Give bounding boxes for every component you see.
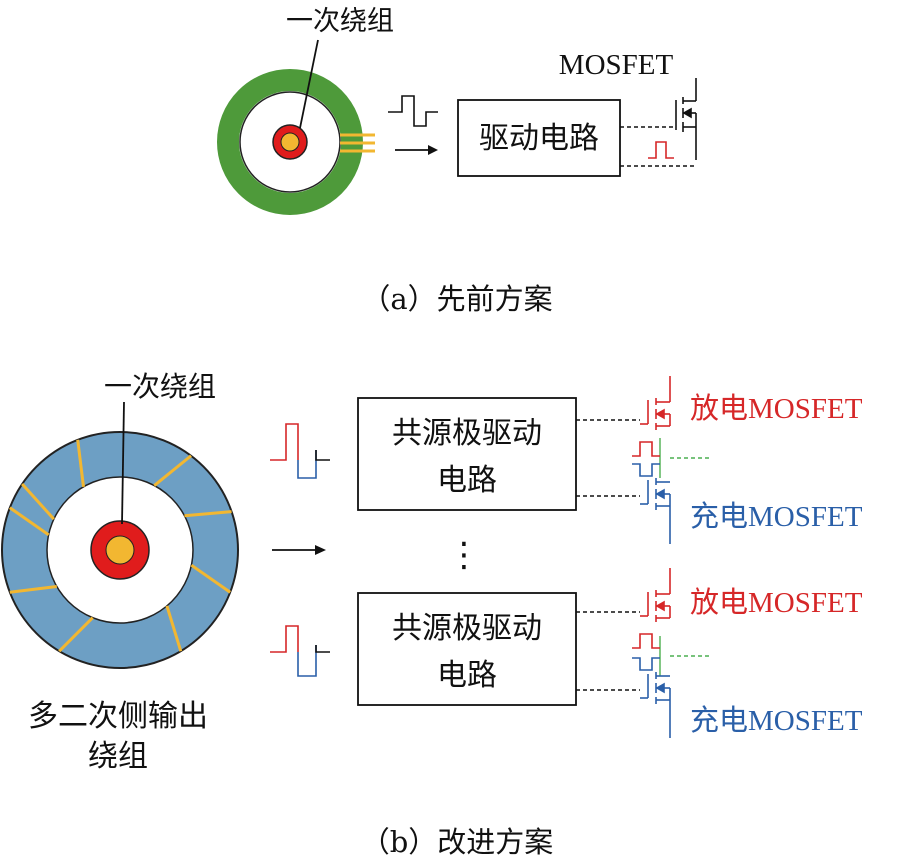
pulse-b-bottom-icon bbox=[270, 625, 330, 677]
secondary-winding-wire-9 bbox=[8, 506, 50, 537]
discharge-mosfet-bottom-symbol bbox=[640, 568, 671, 622]
caption-a: （a）先前方案 bbox=[361, 282, 552, 316]
ellipsis-vertical: ⋮ bbox=[447, 535, 481, 575]
winding-b-pointer bbox=[121, 401, 125, 525]
discharge-mosfet-top-label: 放电MOSFET bbox=[690, 392, 863, 425]
secondary-winding-wire-2 bbox=[76, 439, 85, 487]
secondary-winding-wire-8 bbox=[9, 585, 57, 594]
mosfets-b bbox=[632, 376, 671, 738]
charge-mosfet-top-label: 充电MOSFET bbox=[690, 500, 863, 533]
secondary-label-line2: 绕组 bbox=[88, 739, 148, 774]
secondary-winding-wire-5 bbox=[190, 563, 232, 594]
primary-core-a-yellow bbox=[280, 132, 300, 152]
arrow-b-head-icon bbox=[315, 545, 326, 555]
panel-b: 一次绕组 多二次侧输出 绕组 共源极驱动 电路 ⋮ 共源极驱动 电路 bbox=[1, 370, 863, 859]
secondary-winding-wire-1 bbox=[21, 483, 55, 521]
gate-pulse-a-icon bbox=[648, 141, 674, 159]
driver-box-b-bottom bbox=[357, 592, 577, 706]
secondary-label-line1: 多二次侧输出 bbox=[28, 699, 208, 734]
charge-mosfet-top-gate-pulse-icon bbox=[632, 463, 660, 477]
pulse-a-icon bbox=[388, 95, 438, 127]
charge-mosfet-top-symbol bbox=[640, 478, 671, 544]
arrow-a-head-icon bbox=[428, 145, 438, 155]
toroid-a bbox=[217, 69, 375, 215]
winding-a-pointer bbox=[299, 39, 319, 129]
charge-mosfet-bottom-gate-pulse-icon bbox=[632, 657, 660, 671]
driver-b-bottom-line1: 共源极驱动 bbox=[392, 611, 542, 646]
pulse-b-top-icon bbox=[270, 423, 330, 479]
discharge-mosfet-bottom-label: 放电MOSFET bbox=[690, 586, 863, 619]
driver-box-a bbox=[457, 99, 621, 177]
winding-b-label: 一次绕组 bbox=[104, 370, 216, 403]
toroid-b bbox=[1, 431, 239, 669]
panel-a: 一次绕组 驱动电路 MOSFET （a）先前方案 bbox=[217, 6, 697, 316]
charge-mosfet-bottom-symbol bbox=[640, 672, 671, 738]
driver-b-top-line2: 电路 bbox=[437, 463, 497, 498]
driver-box-b-top bbox=[357, 397, 577, 511]
secondary-winding-wire-7 bbox=[58, 616, 94, 653]
discharge-mosfet-top-gate-pulse-icon bbox=[632, 441, 660, 457]
mosfet-a-label: MOSFET bbox=[559, 49, 674, 81]
discharge-mosfet-bottom-gate-pulse-icon bbox=[632, 633, 660, 649]
discharge-mosfet-top-symbol bbox=[640, 376, 671, 430]
charge-mosfet-bottom-label: 充电MOSFET bbox=[690, 704, 863, 737]
secondary-winding-wire-4 bbox=[184, 510, 232, 518]
secondary-winding-wire-6 bbox=[165, 605, 183, 652]
driver-b-top-line1: 共源极驱动 bbox=[392, 416, 542, 451]
mosfet-a-symbol bbox=[675, 78, 697, 160]
caption-b: （b）改进方案 bbox=[361, 825, 554, 859]
secondary-winding-wire-3 bbox=[153, 454, 192, 487]
driver-b-bottom-line2: 电路 bbox=[437, 658, 497, 693]
driver-a-label: 驱动电路 bbox=[479, 121, 599, 156]
primary-core-b-yellow bbox=[105, 535, 135, 565]
windings-b bbox=[8, 439, 232, 653]
winding-a-label: 一次绕组 bbox=[286, 6, 394, 37]
